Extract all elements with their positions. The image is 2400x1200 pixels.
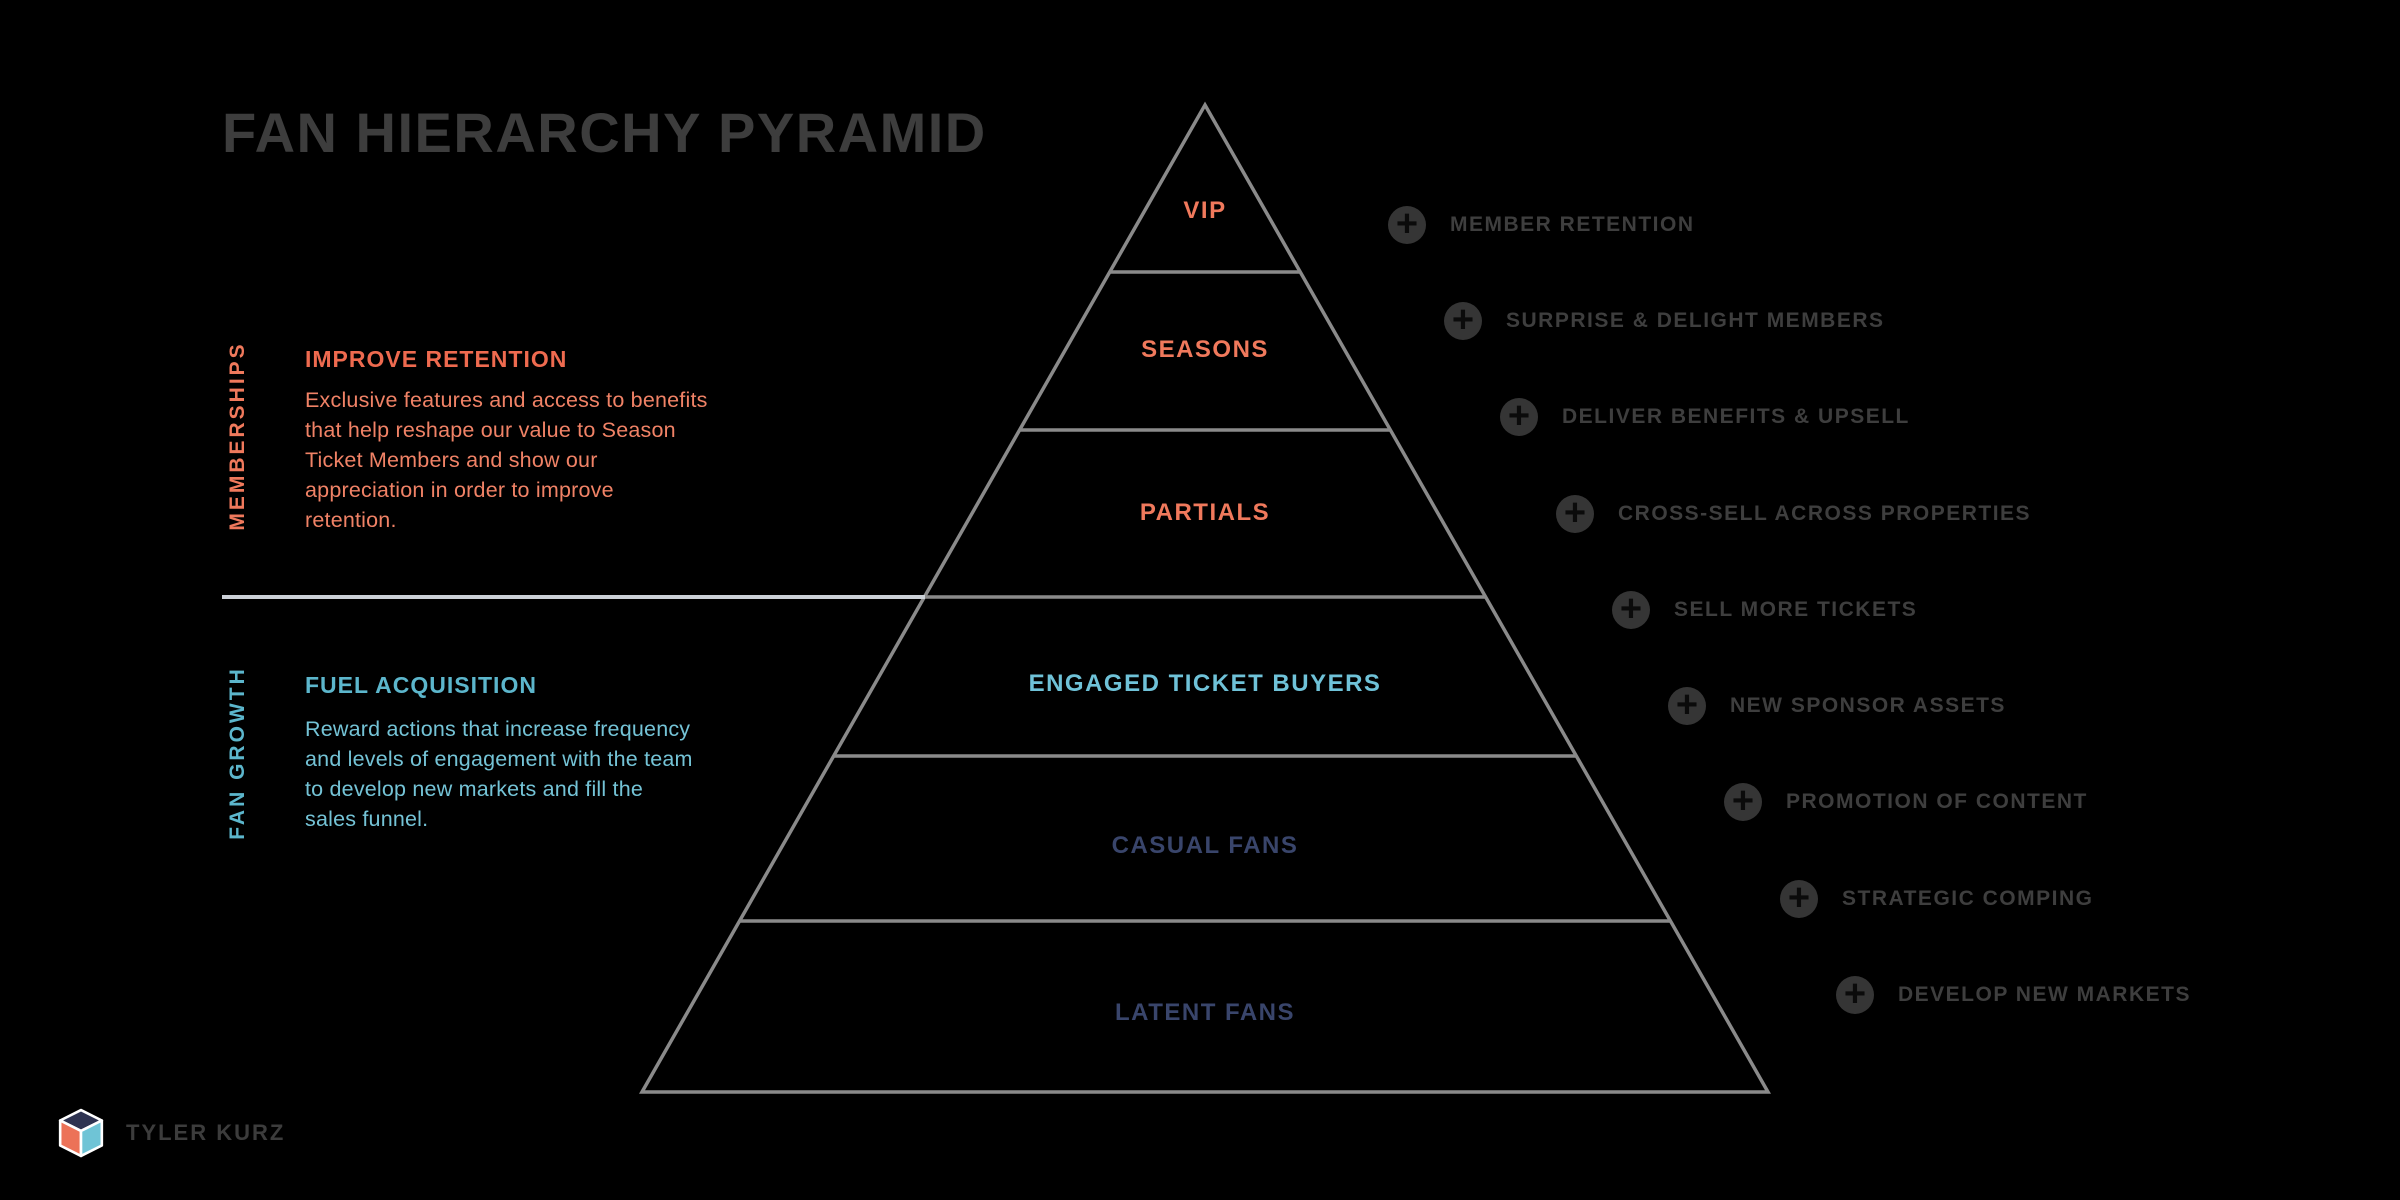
- pyramid-level-casual-fans: CASUAL FANS: [1111, 832, 1299, 859]
- pyramid-level-seasons: SEASONS: [1141, 336, 1269, 363]
- page-title: FAN HIERARCHY PYRAMID: [222, 101, 987, 164]
- list-item-sell-more-tickets: SELL MORE TICKETS: [1612, 591, 1917, 629]
- memberships-vertical-label: MEMBERSHIPS: [226, 341, 249, 531]
- pyramid-level-engaged-ticket-buyers: ENGAGED TICKET BUYERS: [1028, 670, 1382, 697]
- improve-retention-heading: IMPROVE RETENTION: [305, 346, 568, 372]
- list-item-member-retention: MEMBER RETENTION: [1388, 206, 1695, 244]
- pyramid-level-partials: PARTIALS: [1139, 499, 1271, 526]
- list-item-strategic-comping: STRATEGIC COMPING: [1780, 880, 2093, 918]
- list-item-cross-sell-across-properties: CROSS-SELL ACROSS PROPERTIES: [1556, 495, 2031, 533]
- list-item-new-sponsor-assets: NEW SPONSOR ASSETS: [1668, 687, 2006, 725]
- list-item-develop-new-markets: DEVELOP NEW MARKETS: [1836, 976, 2191, 1014]
- plus-icon: [1388, 206, 1426, 244]
- plus-icon: [1444, 302, 1482, 340]
- cube-logo-icon: [58, 1108, 104, 1158]
- plus-icon: [1556, 495, 1594, 533]
- plus-icon: [1612, 591, 1650, 629]
- plus-icon: [1724, 783, 1762, 821]
- pyramid-level-latent-fans: LATENT FANS: [1114, 999, 1296, 1026]
- plus-icon: [1668, 687, 1706, 725]
- improve-retention-body: Exclusive features and access to benefit…: [305, 388, 708, 532]
- list-item-surprise-delight-members: SURPRISE & DELIGHT MEMBERS: [1444, 302, 1885, 340]
- list-item-promotion-of-content: PROMOTION OF CONTENT: [1724, 783, 2088, 821]
- plus-icon: [1780, 880, 1818, 918]
- plus-icon: [1836, 976, 1874, 1014]
- fuel-acquisition-body: Reward actions that increase frequency a…: [305, 717, 693, 831]
- plus-icon: [1500, 398, 1538, 436]
- brand-footer: TYLER KURZ: [58, 1108, 285, 1158]
- pyramid-level-vip: VIP: [1183, 197, 1227, 224]
- fan-growth-vertical-label: FAN GROWTH: [226, 666, 249, 840]
- list-item-deliver-benefits-upsell: DELIVER BENEFITS & UPSELL: [1500, 398, 1910, 436]
- fuel-acquisition-heading: FUEL ACQUISITION: [305, 672, 537, 698]
- brand-name: TYLER KURZ: [126, 1120, 286, 1145]
